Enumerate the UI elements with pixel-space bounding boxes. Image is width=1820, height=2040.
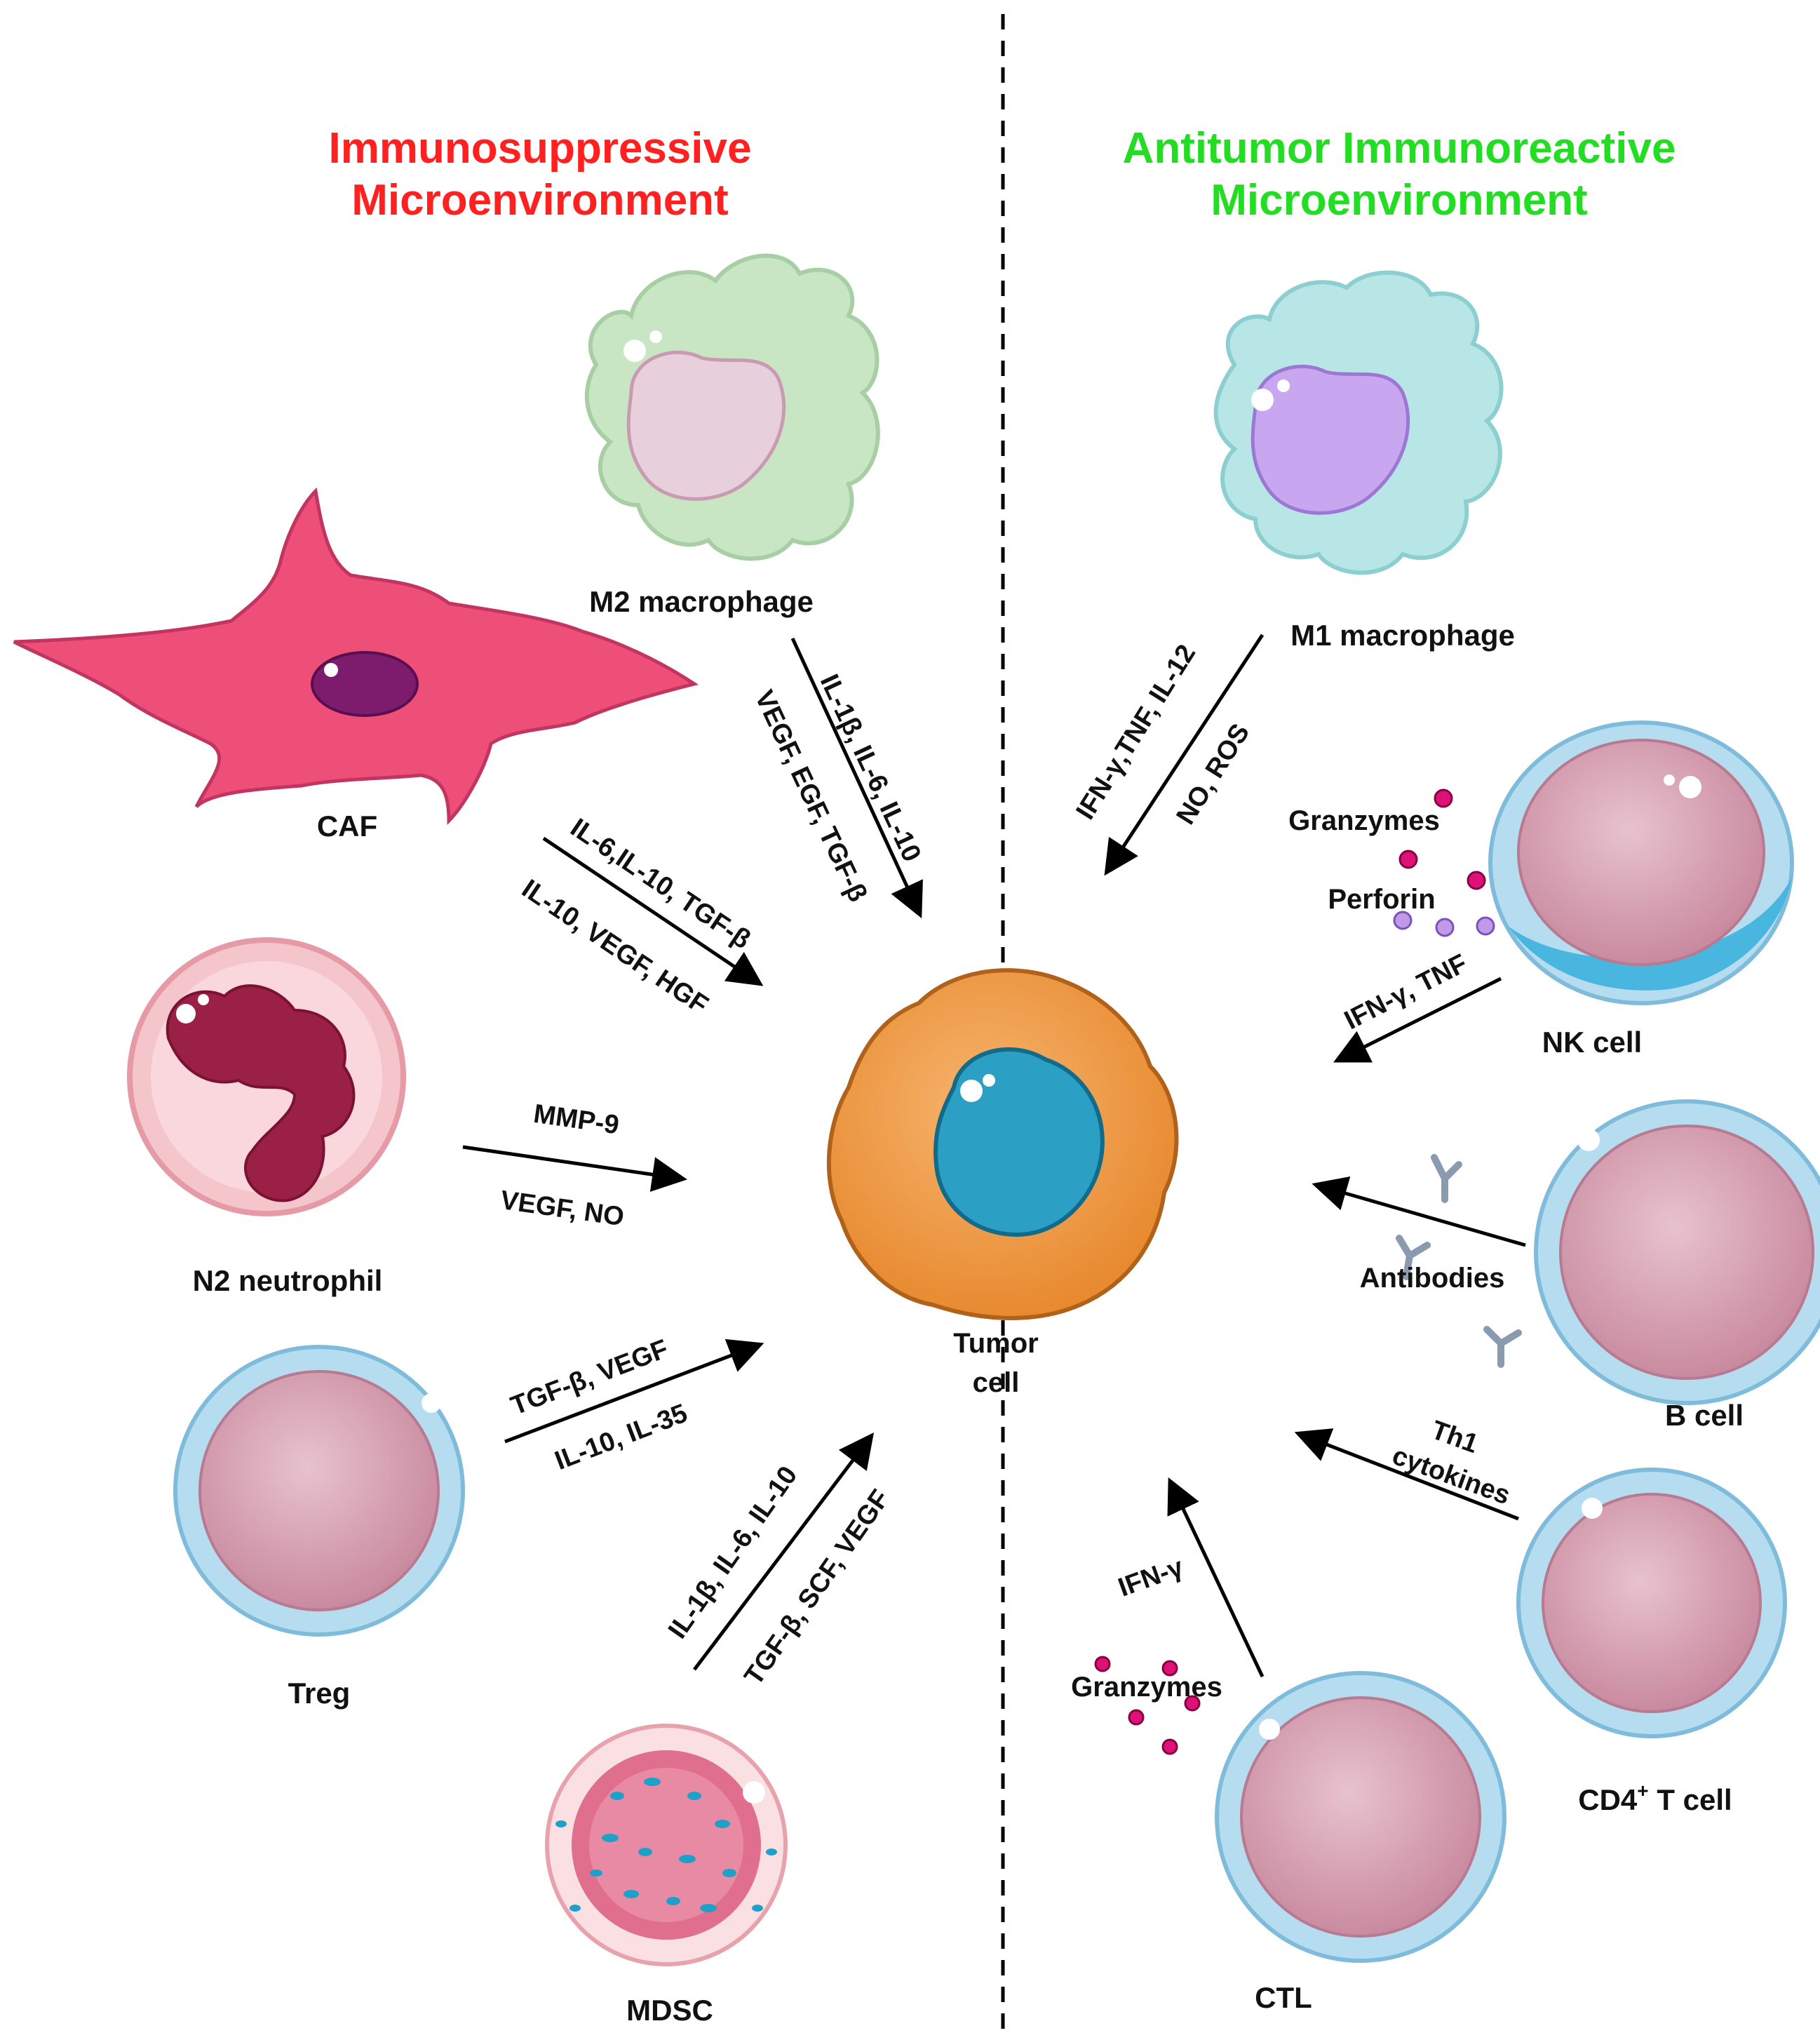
ctl-arrow	[1167, 1477, 1265, 1678]
title-right-line2: Microenvironment	[1211, 176, 1587, 224]
nk-perforin-dots	[1393, 911, 1495, 937]
treg-label: Treg	[288, 1677, 351, 1710]
tumor-cell-label-line2: cell	[973, 1367, 1020, 1398]
m1-macrophage-icon	[1213, 270, 1504, 575]
n2-neutrophil-icon	[127, 937, 406, 1216]
title-left-line1: Immunosuppressive	[329, 124, 752, 173]
cd4-t-cell-label: CD4+ T cell	[1578, 1780, 1732, 1816]
title-left-line2: Microenvironment	[351, 176, 728, 224]
m1-macrophage-label: M1 macrophage	[1290, 619, 1515, 652]
nk-cell-icon	[1488, 720, 1794, 1005]
nk-granzymes-label: Granzymes	[1288, 805, 1440, 836]
ctl-granzymes-label: Granzymes	[1071, 1672, 1222, 1703]
m2-arrow	[790, 637, 923, 919]
n2-neutrophil-label: N2 neutrophil	[193, 1264, 383, 1297]
m2-macrophage-label: M2 macrophage	[589, 585, 814, 618]
ctl-icon	[1215, 1671, 1506, 1963]
caf-label: CAF	[317, 810, 377, 843]
m1-factors-b: NO, ROS	[1171, 718, 1255, 829]
treg-factors-b: IL-10, IL-35	[551, 1399, 692, 1476]
mdsc-icon	[545, 1724, 788, 1966]
mdsc-arrow	[693, 1432, 875, 1671]
ctl-granzyme-dots	[1094, 1656, 1201, 1755]
n2-factors-b: VEGF, NO	[499, 1186, 626, 1232]
antibodies-label: Antibodies	[1360, 1263, 1505, 1294]
tumor-cell-label-line1: Tumor	[953, 1328, 1038, 1359]
cd4-t-cell-icon	[1516, 1468, 1787, 1738]
b-cell-arrow	[1312, 1176, 1526, 1247]
n2-factors-a: MMP-9	[532, 1099, 621, 1141]
mdsc-label: MDSC	[626, 1994, 713, 2027]
nk-granzyme-dots	[1398, 789, 1486, 890]
tumor-cell-icon	[826, 968, 1179, 1320]
b-cell-label: B cell	[1665, 1399, 1744, 1432]
title-right-line1: Antitumor Immunoreactive	[1123, 124, 1676, 173]
caf-icon	[13, 487, 699, 826]
antibody-icons	[1396, 1154, 1522, 1368]
caf-arrow	[542, 836, 764, 986]
m2-macrophage-icon	[584, 253, 880, 561]
n2-arrow	[462, 1145, 687, 1192]
nk-arrow	[1333, 977, 1502, 1063]
ctl-label: CTL	[1255, 1981, 1312, 2014]
treg-arrow	[504, 1338, 764, 1444]
cd4-arrow	[1294, 1428, 1519, 1521]
b-cell-icon	[1534, 1099, 1820, 1405]
m1-arrow	[1104, 633, 1265, 876]
mdsc-granules	[555, 1778, 777, 1912]
ctl-factors-a: IFN-γ	[1114, 1552, 1187, 1603]
nk-perforin-label: Perforin	[1328, 884, 1435, 915]
nk-factors-a: IFN-γ, TNF	[1340, 948, 1471, 1035]
nk-cell-label: NK cell	[1542, 1026, 1642, 1059]
cd4-factors-a: Th1	[1427, 1415, 1482, 1459]
treg-icon	[173, 1345, 465, 1637]
